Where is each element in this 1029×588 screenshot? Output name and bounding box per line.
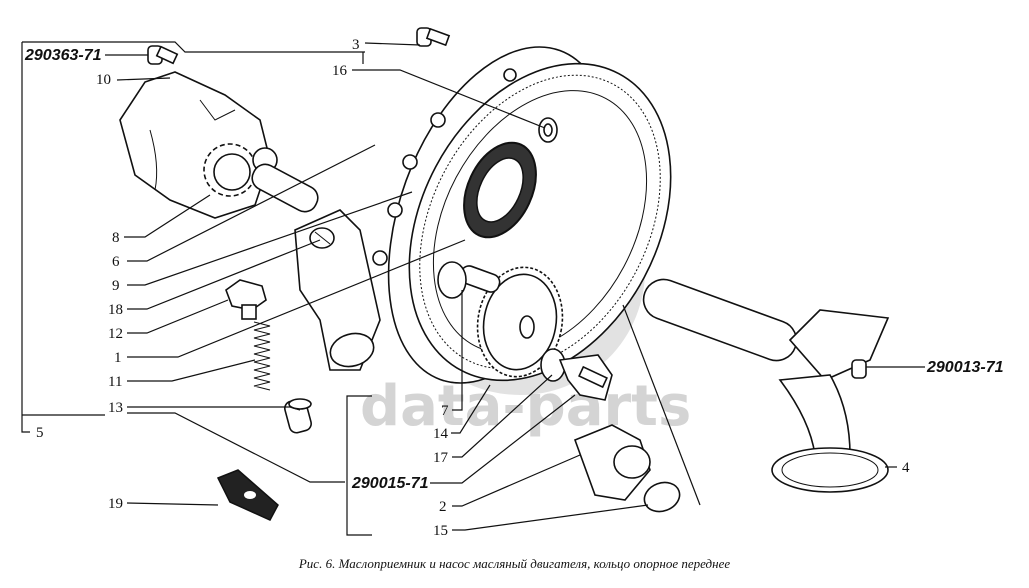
valve-plunger [284, 398, 312, 434]
callout-14: 14 [433, 426, 449, 442]
part-code-290015: 290015-71 [351, 475, 429, 492]
callout-15: 15 [433, 523, 448, 539]
callout-3: 3 [352, 37, 360, 53]
bolt-top [416, 27, 451, 47]
pump-housing [294, 209, 381, 371]
callout-9: 9 [112, 278, 120, 294]
valve-plug [225, 279, 267, 320]
callout-1: 1 [114, 350, 122, 366]
figure-caption: Рис. 6. Маслоприемник и насос масляный д… [298, 556, 731, 571]
callout-13: 13 [108, 400, 123, 416]
valve-spring [253, 321, 271, 391]
watermark-text: data-parts [360, 374, 691, 439]
drive-gear [203, 143, 319, 213]
callout-16: 16 [332, 63, 348, 79]
leader-lines [21, 41, 925, 536]
callout-19: 19 [108, 496, 123, 512]
part-code-290013: 290013-71 [926, 359, 1004, 376]
oil-seal [463, 141, 537, 239]
callout-11: 11 [108, 374, 122, 390]
callout-6: 6 [112, 254, 120, 270]
pin [538, 117, 558, 143]
callout-7: 7 [441, 403, 449, 419]
callout-5: 5 [36, 425, 44, 441]
callout-2: 2 [439, 499, 447, 515]
driven-gear [437, 261, 564, 378]
callout-4: 4 [902, 460, 910, 476]
part-code-290363: 290363-71 [24, 47, 102, 64]
callout-8: 8 [112, 230, 120, 246]
oil-receiver [642, 278, 890, 493]
gasket-19 [216, 469, 279, 521]
callout-10: 10 [96, 72, 111, 88]
bolt-top-left [147, 45, 179, 65]
callout-17: 17 [433, 450, 449, 466]
pump-cover [119, 71, 271, 219]
callout-18: 18 [108, 302, 123, 318]
callout-12: 12 [108, 326, 123, 342]
oil-intake-bracket [540, 348, 681, 513]
